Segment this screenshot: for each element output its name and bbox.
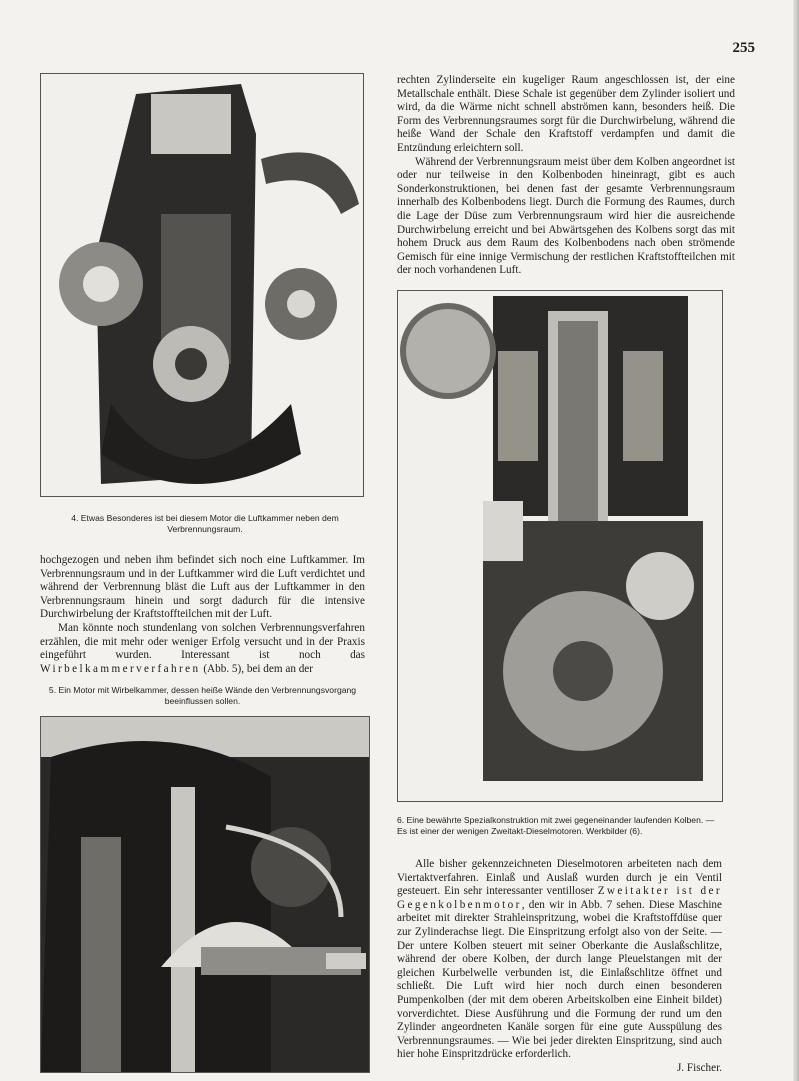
paragraph: Man könnte noch stundenlang von solchen … bbox=[40, 622, 365, 676]
figure-4-caption: 4. Etwas Besonderes ist bei diesem Motor… bbox=[71, 513, 339, 534]
right-column-bottom-text: Alle bisher gekennzeichneten Dieselmotor… bbox=[397, 858, 722, 1076]
figure-5-engine-photo bbox=[40, 716, 370, 1073]
text-run: Man könnte noch stundenlang von solchen … bbox=[40, 621, 365, 662]
paragraph: Während der Verbrennungsraum meist über … bbox=[397, 155, 735, 277]
opposed-piston-engine-illustration bbox=[398, 291, 722, 801]
figure-6-engine-photo bbox=[397, 290, 723, 802]
page-edge-shadow bbox=[793, 0, 799, 1081]
left-column-middle-text: hochgezogen und neben ihm befindet sich … bbox=[40, 554, 365, 676]
engine-cutaway-illustration bbox=[41, 74, 363, 496]
paragraph: hochgezogen und neben ihm befindet sich … bbox=[40, 554, 365, 621]
figure-6-caption: 6. Eine bewährte Spezialkonstruktion mit… bbox=[397, 815, 715, 836]
emphasized-term: Zweitakter ist der Gegenkolbenmotor bbox=[397, 885, 723, 911]
right-column-top-text: rechten Zylinderseite ein kugeliger Raum… bbox=[397, 74, 735, 278]
figure-5-caption: 5. Ein Motor mit Wirbelkammer, dessen he… bbox=[48, 685, 357, 706]
text-run: (Abb. 5), bei dem an der bbox=[203, 662, 313, 675]
figure-4-engine-photo bbox=[40, 73, 364, 497]
whirl-chamber-engine-illustration bbox=[41, 717, 369, 1072]
emphasized-term: Wirbelkammerverfahren bbox=[40, 662, 201, 675]
author-signature: J. Fischer. bbox=[676, 1061, 722, 1074]
paragraph: rechten Zylinderseite ein kugeliger Raum… bbox=[397, 74, 735, 154]
paragraph: Alle bisher gekennzeichneten Dieselmotor… bbox=[397, 858, 722, 1062]
page-number: 255 bbox=[732, 40, 756, 56]
text-run: Alle bisher gekennzeichneten Dieselmotor… bbox=[397, 858, 722, 898]
text-run: , den wir in Abb. 7 sehen. Diese Maschin… bbox=[397, 898, 722, 1061]
